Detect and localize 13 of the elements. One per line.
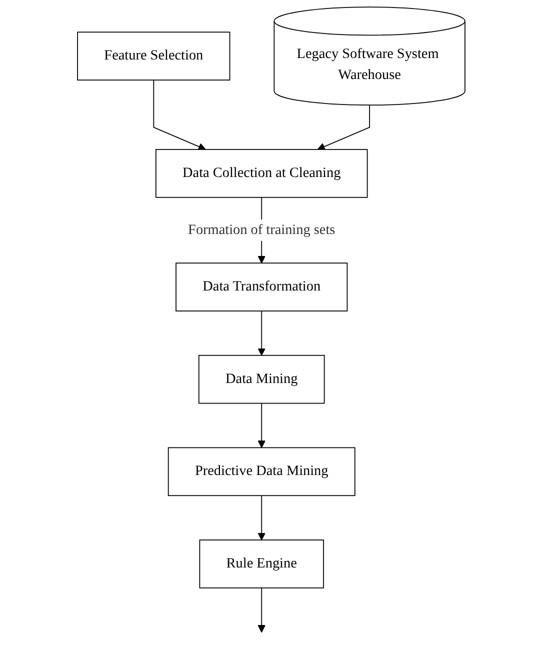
node-box: Feature Selection — [76, 32, 230, 80]
arrow — [257, 402, 266, 448]
arrow — [317, 104, 370, 150]
node-box: Data Mining — [198, 354, 324, 404]
arrow — [152, 80, 206, 150]
node-box: Predictive Data Mining — [168, 447, 356, 496]
arrow — [257, 310, 266, 356]
node-box: Data Transformation — [175, 262, 348, 312]
edge-label: Formation of training sets — [188, 222, 335, 238]
node-box: Rule Engine — [198, 540, 324, 588]
arrow — [257, 495, 266, 540]
node-box: Data Collection at Cleaning — [155, 149, 368, 198]
arrow — [257, 587, 266, 633]
